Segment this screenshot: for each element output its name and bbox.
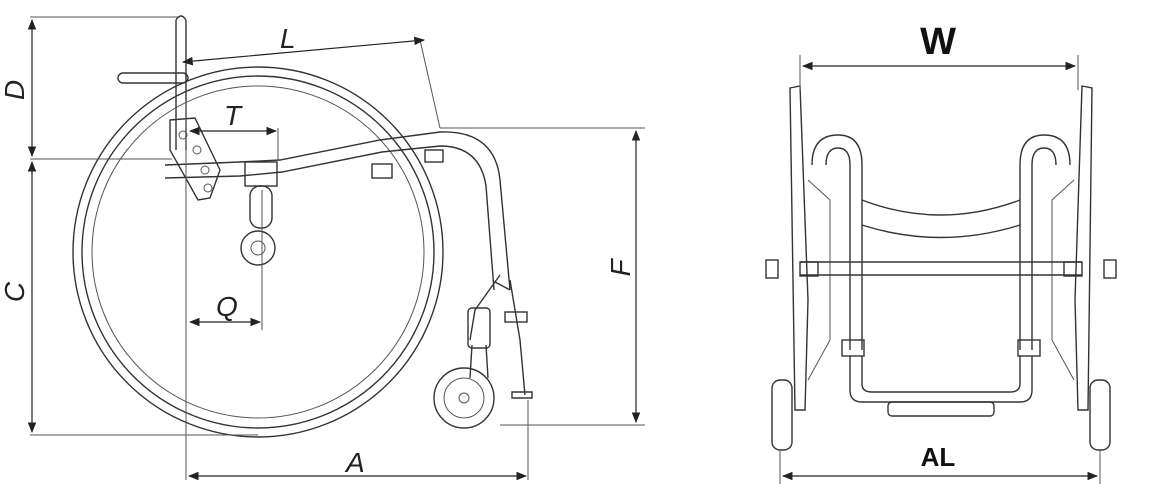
left-axle-nut xyxy=(799,261,819,277)
right-axle-cap xyxy=(1103,259,1117,279)
left-side-frame xyxy=(807,179,831,381)
wheelchair-side-view-icon xyxy=(72,15,533,438)
plate-hole xyxy=(192,145,202,155)
right-rear-wheel-edge xyxy=(1074,85,1093,411)
footplate xyxy=(887,401,995,417)
axle-plate xyxy=(169,117,221,201)
frame-clamp xyxy=(424,149,444,163)
front-caster-hub xyxy=(458,392,470,404)
label-c: C xyxy=(0,281,30,302)
label-al: AL xyxy=(921,442,956,472)
push-rim xyxy=(91,85,425,419)
side-view-dimensions: L T Q A D C F xyxy=(0,16,645,481)
left-rear-wheel-edge xyxy=(789,85,809,411)
dimension-l-line xyxy=(181,36,426,66)
left-axle-cap xyxy=(765,259,779,279)
rear-wheel-outer xyxy=(72,66,444,438)
plate-hole xyxy=(203,183,213,193)
backrest-bottom-edge xyxy=(861,224,1021,239)
small-caster-wheel xyxy=(240,230,276,266)
frame-clamp xyxy=(371,163,393,179)
plate-hole xyxy=(200,165,210,175)
left-backrest-cane xyxy=(811,134,863,350)
footrest-loop-inner xyxy=(861,356,1021,393)
front-fork xyxy=(469,274,526,396)
ext-line xyxy=(419,39,441,129)
wheelchair-front-view-icon xyxy=(765,85,1117,451)
caster-housing xyxy=(467,307,491,349)
backrest-top-edge xyxy=(861,199,1021,216)
right-side-frame xyxy=(1051,179,1075,381)
label-d: D xyxy=(0,80,30,100)
footrest xyxy=(511,391,533,399)
right-axle-nut xyxy=(1063,261,1083,277)
handle-grip xyxy=(117,72,189,84)
left-front-caster xyxy=(771,379,793,451)
frame-tube-bottom xyxy=(164,145,495,291)
label-q: Q xyxy=(216,291,238,322)
frame-tube-top xyxy=(164,131,511,291)
right-cane-inner xyxy=(1031,147,1057,350)
caster-fork xyxy=(469,344,489,379)
left-bracket xyxy=(841,339,865,357)
right-front-caster xyxy=(1089,379,1111,451)
label-l: L xyxy=(280,23,296,54)
label-a: A xyxy=(344,447,365,478)
anti-tip-arm xyxy=(249,185,273,229)
fork-clamp xyxy=(504,311,528,323)
caster-hub xyxy=(250,240,266,256)
front-caster-rim xyxy=(443,377,485,419)
front-caster-wheel xyxy=(433,367,495,429)
label-w: W xyxy=(920,21,956,63)
right-backrest-cane xyxy=(1019,134,1071,350)
left-cane-inner xyxy=(825,147,851,350)
label-t: T xyxy=(224,100,243,131)
label-f: F xyxy=(605,258,636,277)
footrest-loop xyxy=(849,356,1033,403)
right-bracket xyxy=(1017,339,1041,357)
plate-hole xyxy=(178,130,188,140)
front-view-dimensions: W AL xyxy=(779,21,1101,484)
rear-wheel-tire xyxy=(81,75,435,429)
